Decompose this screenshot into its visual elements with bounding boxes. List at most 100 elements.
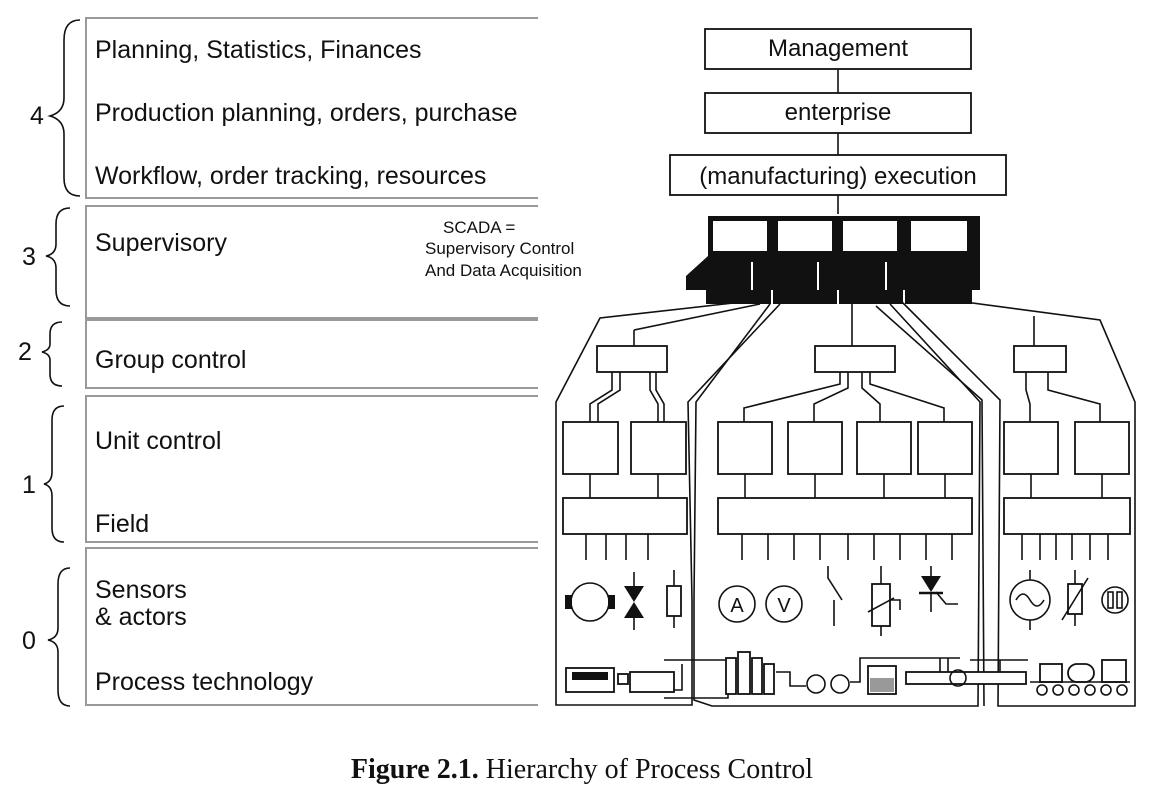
brace-level-3 bbox=[45, 207, 71, 307]
voltmeter-symbol bbox=[765, 585, 803, 623]
variable-resistor-arrow bbox=[1061, 577, 1089, 621]
motor-shaft bbox=[565, 595, 572, 609]
valve-symbol bbox=[624, 586, 644, 618]
bus-line bbox=[633, 303, 761, 331]
level-0-box bbox=[85, 547, 538, 706]
unit-controller bbox=[787, 421, 843, 475]
middle-cell-inner bbox=[875, 305, 985, 707]
heater-coil bbox=[830, 674, 850, 694]
heater-coil bbox=[806, 674, 826, 694]
motor-shaft bbox=[608, 595, 615, 609]
link bbox=[813, 372, 849, 422]
unit-controller bbox=[1074, 421, 1130, 475]
thyristor-symbol bbox=[921, 576, 941, 592]
level-4-item-1: Planning, Statistics, Finances bbox=[95, 36, 422, 64]
ac-wave bbox=[1015, 593, 1045, 607]
brace-level-0 bbox=[47, 567, 71, 707]
relay-lead bbox=[880, 599, 901, 636]
scada-label: SCADA = Supervisory Control And Data Acq… bbox=[425, 218, 582, 280]
left-cell-outline bbox=[555, 299, 781, 706]
pipe bbox=[850, 657, 960, 683]
right-cell-outline bbox=[899, 293, 1136, 707]
level-2-group: 2 Group control bbox=[18, 319, 538, 389]
caption-label: Figure 2.1. bbox=[351, 754, 479, 785]
level-3-group: 3 Supervisory bbox=[22, 205, 538, 319]
thyristor-leads bbox=[930, 566, 958, 612]
monitor-screen bbox=[711, 219, 769, 253]
cell-outlines bbox=[555, 293, 1136, 707]
ammeter-symbol bbox=[718, 585, 756, 623]
caption-text: Hierarchy of Process Control bbox=[479, 754, 814, 785]
conveyor-wheel bbox=[1100, 684, 1112, 696]
link bbox=[1047, 372, 1101, 422]
level-3-box bbox=[85, 205, 538, 319]
level-0-item-1: Sensors bbox=[95, 576, 187, 604]
unit-controller bbox=[856, 421, 912, 475]
brace-level-4 bbox=[47, 19, 81, 197]
level-0-item-3: Process technology bbox=[95, 668, 314, 696]
scada-line-2: Supervisory Control bbox=[425, 239, 574, 258]
brace-level-2 bbox=[41, 321, 63, 387]
group-controller bbox=[814, 345, 896, 373]
level-4-group: 4 Planning, Statistics, Finances Product… bbox=[30, 17, 538, 199]
conveyor-wheel bbox=[1036, 684, 1048, 696]
level-3-number: 3 bbox=[22, 243, 36, 271]
conveyor-wheel bbox=[1084, 684, 1096, 696]
middle-cell-outline bbox=[693, 303, 981, 707]
link bbox=[743, 372, 841, 422]
scada-line-3: And Data Acquisition bbox=[425, 261, 582, 280]
level-4-item-2: Production planning, orders, purchase bbox=[95, 99, 518, 127]
group-controller bbox=[596, 345, 668, 373]
column bbox=[763, 663, 775, 695]
link bbox=[861, 372, 881, 422]
voltmeter-label: V bbox=[777, 595, 791, 617]
pipe bbox=[776, 671, 806, 687]
process-technology bbox=[565, 651, 1130, 699]
scada-workstations bbox=[686, 216, 980, 304]
motor-symbol bbox=[570, 582, 610, 622]
figure-caption: Figure 2.1. Hierarchy of Process Control bbox=[351, 754, 813, 785]
scada-line-1: SCADA = bbox=[443, 218, 515, 237]
level-0-item-2: & actors bbox=[95, 603, 187, 631]
middle-cell: A V bbox=[717, 304, 973, 636]
conveyor-wheel bbox=[1116, 684, 1128, 696]
field-bus-box bbox=[1003, 497, 1131, 535]
level-3-item-1: Supervisory bbox=[95, 229, 227, 257]
relay-slash bbox=[867, 597, 895, 613]
conveyor-wheel bbox=[1052, 684, 1064, 696]
pipe bbox=[970, 659, 1028, 672]
roller bbox=[1067, 663, 1095, 683]
level-4-number: 4 bbox=[30, 102, 44, 130]
enterprise-box bbox=[704, 92, 972, 134]
indicator-bar bbox=[1116, 591, 1123, 609]
unit-controller bbox=[630, 421, 687, 475]
link bbox=[649, 372, 659, 422]
column bbox=[725, 657, 737, 695]
mixer-content bbox=[870, 678, 894, 692]
conveyor-wheel bbox=[1068, 684, 1080, 696]
level-2-number: 2 bbox=[18, 338, 32, 366]
pump bbox=[617, 673, 629, 685]
link bbox=[655, 372, 665, 422]
execution-label: (manufacturing) execution bbox=[699, 163, 976, 190]
level-2-box bbox=[85, 319, 538, 389]
level-1-item-1: Unit control bbox=[95, 427, 221, 455]
level-4-box bbox=[85, 17, 538, 199]
valve-wheel bbox=[949, 669, 967, 687]
machine bbox=[1039, 663, 1063, 683]
management-label: Management bbox=[768, 35, 908, 62]
ammeter-label: A bbox=[730, 595, 744, 617]
level-2-item-1: Group control bbox=[95, 346, 246, 374]
monitor-screen bbox=[776, 219, 834, 253]
enterprise-label: enterprise bbox=[785, 99, 892, 126]
brace-level-1 bbox=[43, 405, 65, 543]
monitor-screen bbox=[841, 219, 899, 253]
link bbox=[597, 372, 621, 422]
right-cell bbox=[1003, 316, 1131, 630]
machine bbox=[1101, 659, 1127, 683]
switch-symbol bbox=[827, 566, 843, 626]
link bbox=[1025, 372, 1031, 422]
field-bus-box bbox=[562, 497, 688, 535]
level-4-item-3: Workflow, order tracking, resources bbox=[95, 162, 486, 190]
